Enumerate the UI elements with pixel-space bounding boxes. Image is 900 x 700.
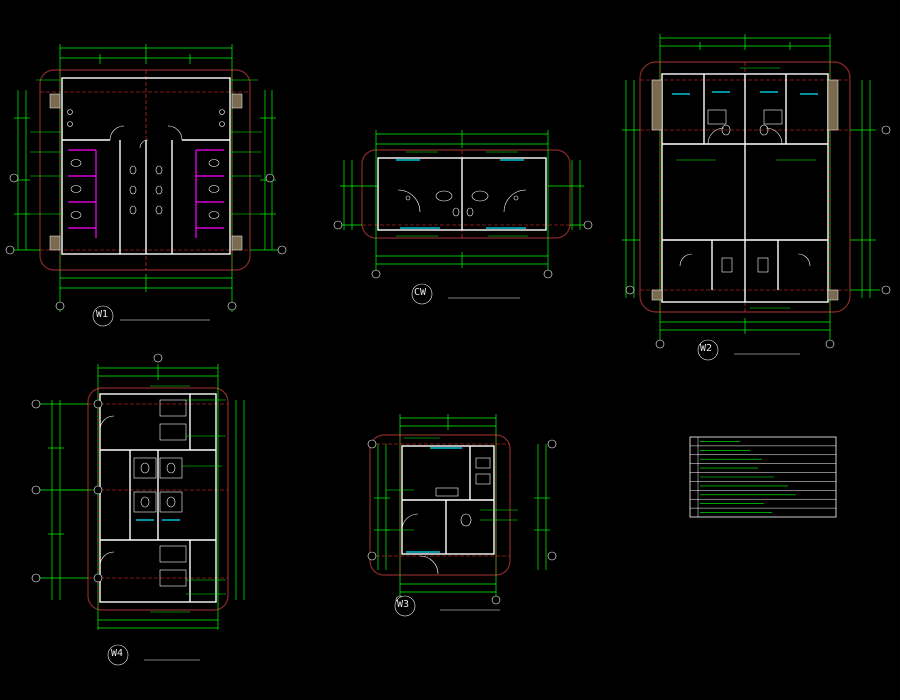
plan-tag-w1: W1 bbox=[96, 309, 109, 320]
plan-cw bbox=[333, 130, 593, 305]
plan-tag-w4: W4 bbox=[111, 648, 124, 659]
plan-w2 bbox=[622, 34, 891, 361]
plan-tag-w2: W2 bbox=[700, 343, 713, 354]
plan-tag-w3: W3 bbox=[397, 599, 410, 610]
plan-w4 bbox=[31, 353, 245, 666]
plan-w3 bbox=[367, 414, 557, 617]
plan-tag-cw: CW bbox=[414, 287, 427, 298]
notes-table bbox=[689, 436, 837, 518]
plan-w1 bbox=[5, 44, 287, 327]
